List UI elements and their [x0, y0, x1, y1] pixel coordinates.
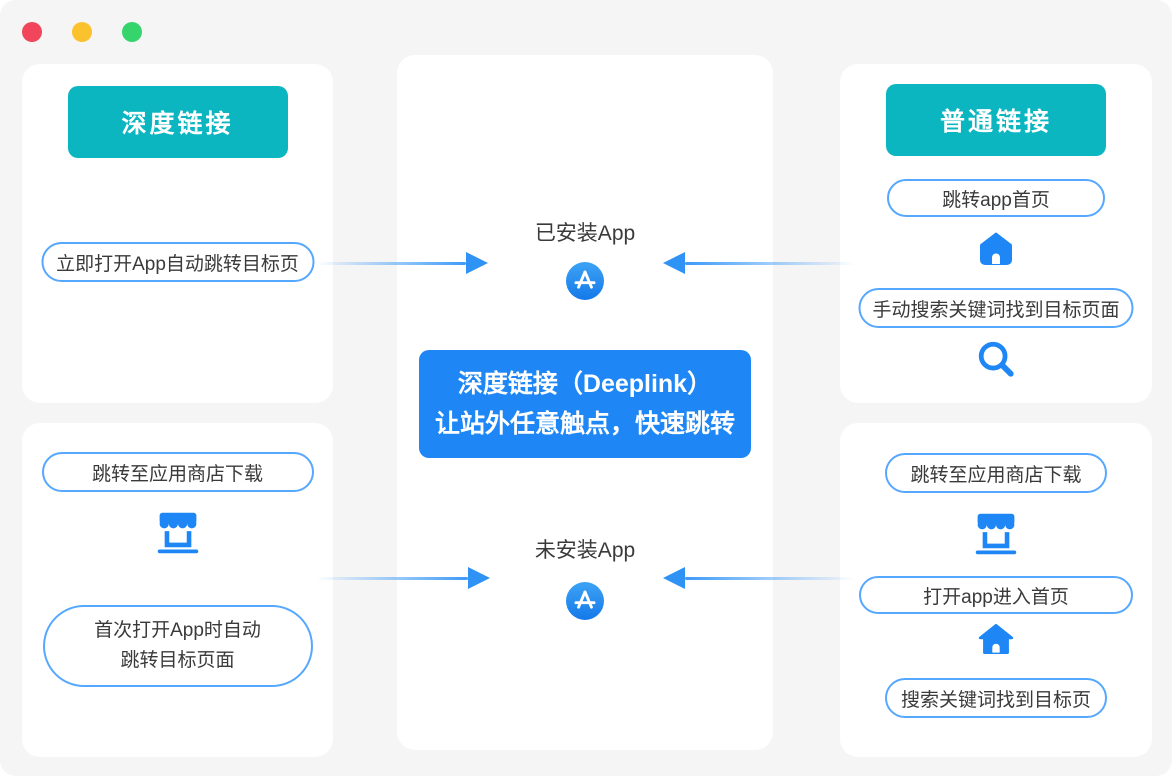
deeplink-not-installed-card: 跳转至应用商店下载 首次打开App时自动 跳转目标页面 [22, 423, 333, 757]
window-controls [22, 22, 142, 42]
deeplink-store-step-label: 跳转至应用商店下载 [91, 463, 263, 485]
deeplink-title-label: 深度链接 [121, 110, 234, 138]
deeplink-title-badge: 深度链接 [67, 86, 288, 158]
normal-link-title-badge: 普通链接 [886, 84, 1106, 156]
normal-link-installed-card: 普通链接 跳转app首页 手动搜索关键词找到目标页面 [840, 64, 1152, 403]
app-store-icon [566, 582, 604, 620]
app-store-icon [566, 262, 604, 300]
home-icon [977, 621, 1015, 659]
storefront-icon [155, 510, 201, 556]
arrow-left-to-installed [316, 252, 488, 274]
normal-link-store-step-label: 跳转至应用商店下载 [910, 464, 1082, 486]
normal-link-open-step: 打开app进入首页 [859, 576, 1133, 614]
deeplink-first-open-step: 首次打开App时自动 跳转目标页面 [42, 605, 313, 687]
close-button[interactable] [22, 22, 42, 42]
normal-link-title-label: 普通链接 [939, 108, 1052, 136]
deeplink-store-step: 跳转至应用商店下载 [41, 452, 314, 492]
normal-link-store-step: 跳转至应用商店下载 [885, 453, 1107, 493]
deeplink-headline: 深度链接（Deeplink） 让站外任意触点，快速跳转 [419, 350, 751, 458]
installed-app-label: 已安装App [534, 222, 636, 245]
normal-link-search-step-label: 手动搜索关键词找到目标页面 [872, 299, 1120, 321]
center-summary-card: 已安装App 深度链接（Deeplink） 让站外任意触点，快速跳 [397, 55, 773, 750]
deeplink-headline-line2: 让站外任意触点，快速跳转 [434, 410, 735, 438]
deeplink-first-open-line2: 跳转目标页面 [120, 650, 235, 671]
storefront-icon [973, 511, 1019, 557]
normal-link-home-step: 跳转app首页 [887, 179, 1105, 217]
maximize-button[interactable] [122, 22, 142, 42]
minimize-button[interactable] [72, 22, 92, 42]
normal-link-not-installed-card: 跳转至应用商店下载 打开app进入首页 搜索关键词找到目标页 [840, 423, 1152, 757]
arrow-right-to-installed [663, 252, 855, 274]
deeplink-installed-card: 深度链接 立即打开App自动跳转目标页 [22, 64, 333, 403]
normal-link-home-step-label: 跳转app首页 [942, 189, 1050, 211]
deeplink-open-app-step: 立即打开App自动跳转目标页 [41, 242, 314, 282]
deeplink-headline-line1: 深度链接（Deeplink） [457, 370, 713, 398]
search-icon [975, 338, 1017, 380]
home-icon [978, 231, 1014, 267]
arrow-right-to-not-installed [663, 567, 855, 589]
deeplink-first-open-line1: 首次打开App时自动 [94, 620, 261, 641]
arrow-left-to-not-installed [316, 567, 490, 589]
normal-link-open-step-label: 打开app进入首页 [923, 586, 1069, 608]
normal-link-keyword-step-label: 搜索关键词找到目标页 [900, 689, 1091, 711]
normal-link-keyword-step: 搜索关键词找到目标页 [885, 678, 1107, 718]
normal-link-search-step: 手动搜索关键词找到目标页面 [858, 288, 1134, 328]
not-installed-app-label: 未安装App [534, 539, 636, 562]
deeplink-open-app-step-label: 立即打开App自动跳转目标页 [56, 253, 299, 275]
